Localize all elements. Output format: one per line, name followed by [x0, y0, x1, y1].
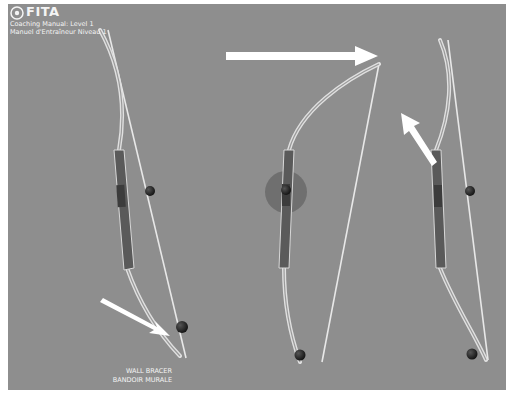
wall-bracer	[176, 321, 188, 333]
fita-logo	[11, 7, 23, 19]
bow-braced-on-wall	[100, 30, 188, 358]
manual-title: Coaching Manual: Level 1	[10, 21, 94, 28]
push-arrow	[100, 298, 170, 336]
bow-strung	[401, 40, 488, 360]
background-panel	[8, 4, 506, 390]
part-label: WALL BRACER	[126, 368, 172, 375]
logo-title: FITA	[26, 5, 60, 19]
part-label: BANDOIR MURALE	[113, 377, 172, 384]
push-arrow	[226, 46, 378, 66]
bow-flexed	[226, 46, 379, 362]
slip-arrow	[401, 113, 437, 166]
manual-title: Manuel d'Entraîneur Niveau 1	[10, 29, 107, 36]
